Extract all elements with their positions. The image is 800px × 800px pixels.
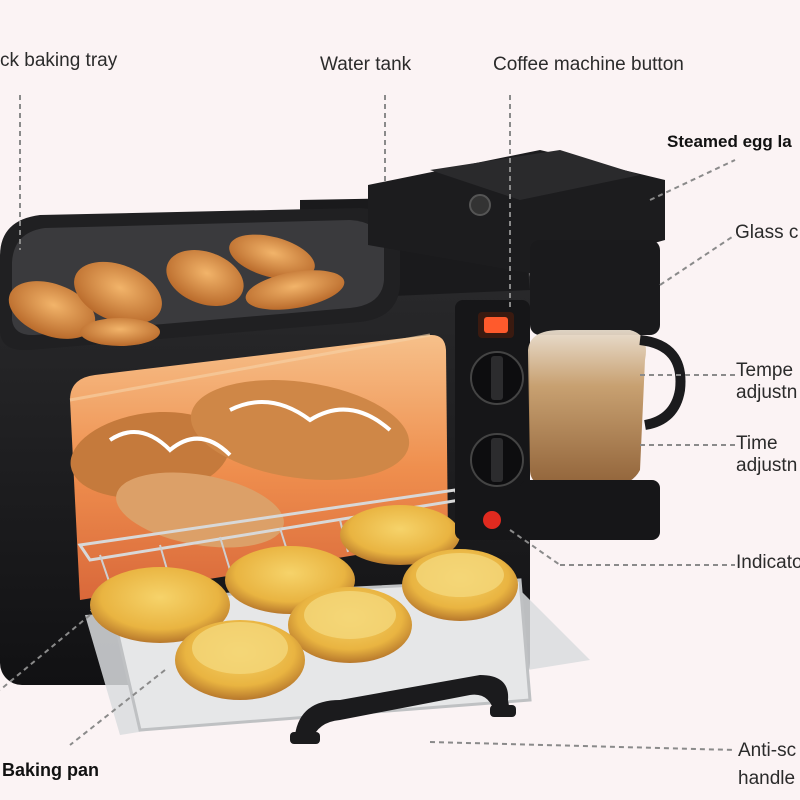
label-temperature-line1: Tempe — [736, 360, 794, 381]
label-anti-scald: Anti-sc handle — [738, 740, 796, 790]
top-baking-tray — [0, 208, 400, 351]
label-temperature: Tempe adjustn — [736, 360, 797, 404]
label-anti-scald-line1: Anti-sc — [738, 740, 797, 761]
label-water-tank: Water tank — [320, 54, 412, 75]
label-baking-tray: ck baking tray — [0, 50, 118, 71]
label-steamed-egg: Steamed egg la — [667, 132, 792, 151]
label-glass: Glass c — [735, 222, 799, 243]
control-panel — [455, 300, 530, 540]
leader-lines — [0, 95, 736, 751]
label-time-line2: adjustn — [736, 454, 798, 476]
label-time-line1: Time — [736, 433, 778, 454]
label-temperature-line2: adjustn — [736, 381, 798, 403]
label-baking-pan: Baking pan — [2, 760, 100, 780]
label-indicator: Indicato — [736, 552, 800, 573]
coffee-machine — [368, 150, 686, 540]
label-coffee-button: Coffee machine button — [493, 54, 684, 75]
label-anti-scald-line2: handle — [738, 767, 796, 789]
door-handle — [290, 675, 516, 744]
baking-pan — [85, 505, 590, 735]
label-time: Time adjustn — [736, 433, 797, 477]
